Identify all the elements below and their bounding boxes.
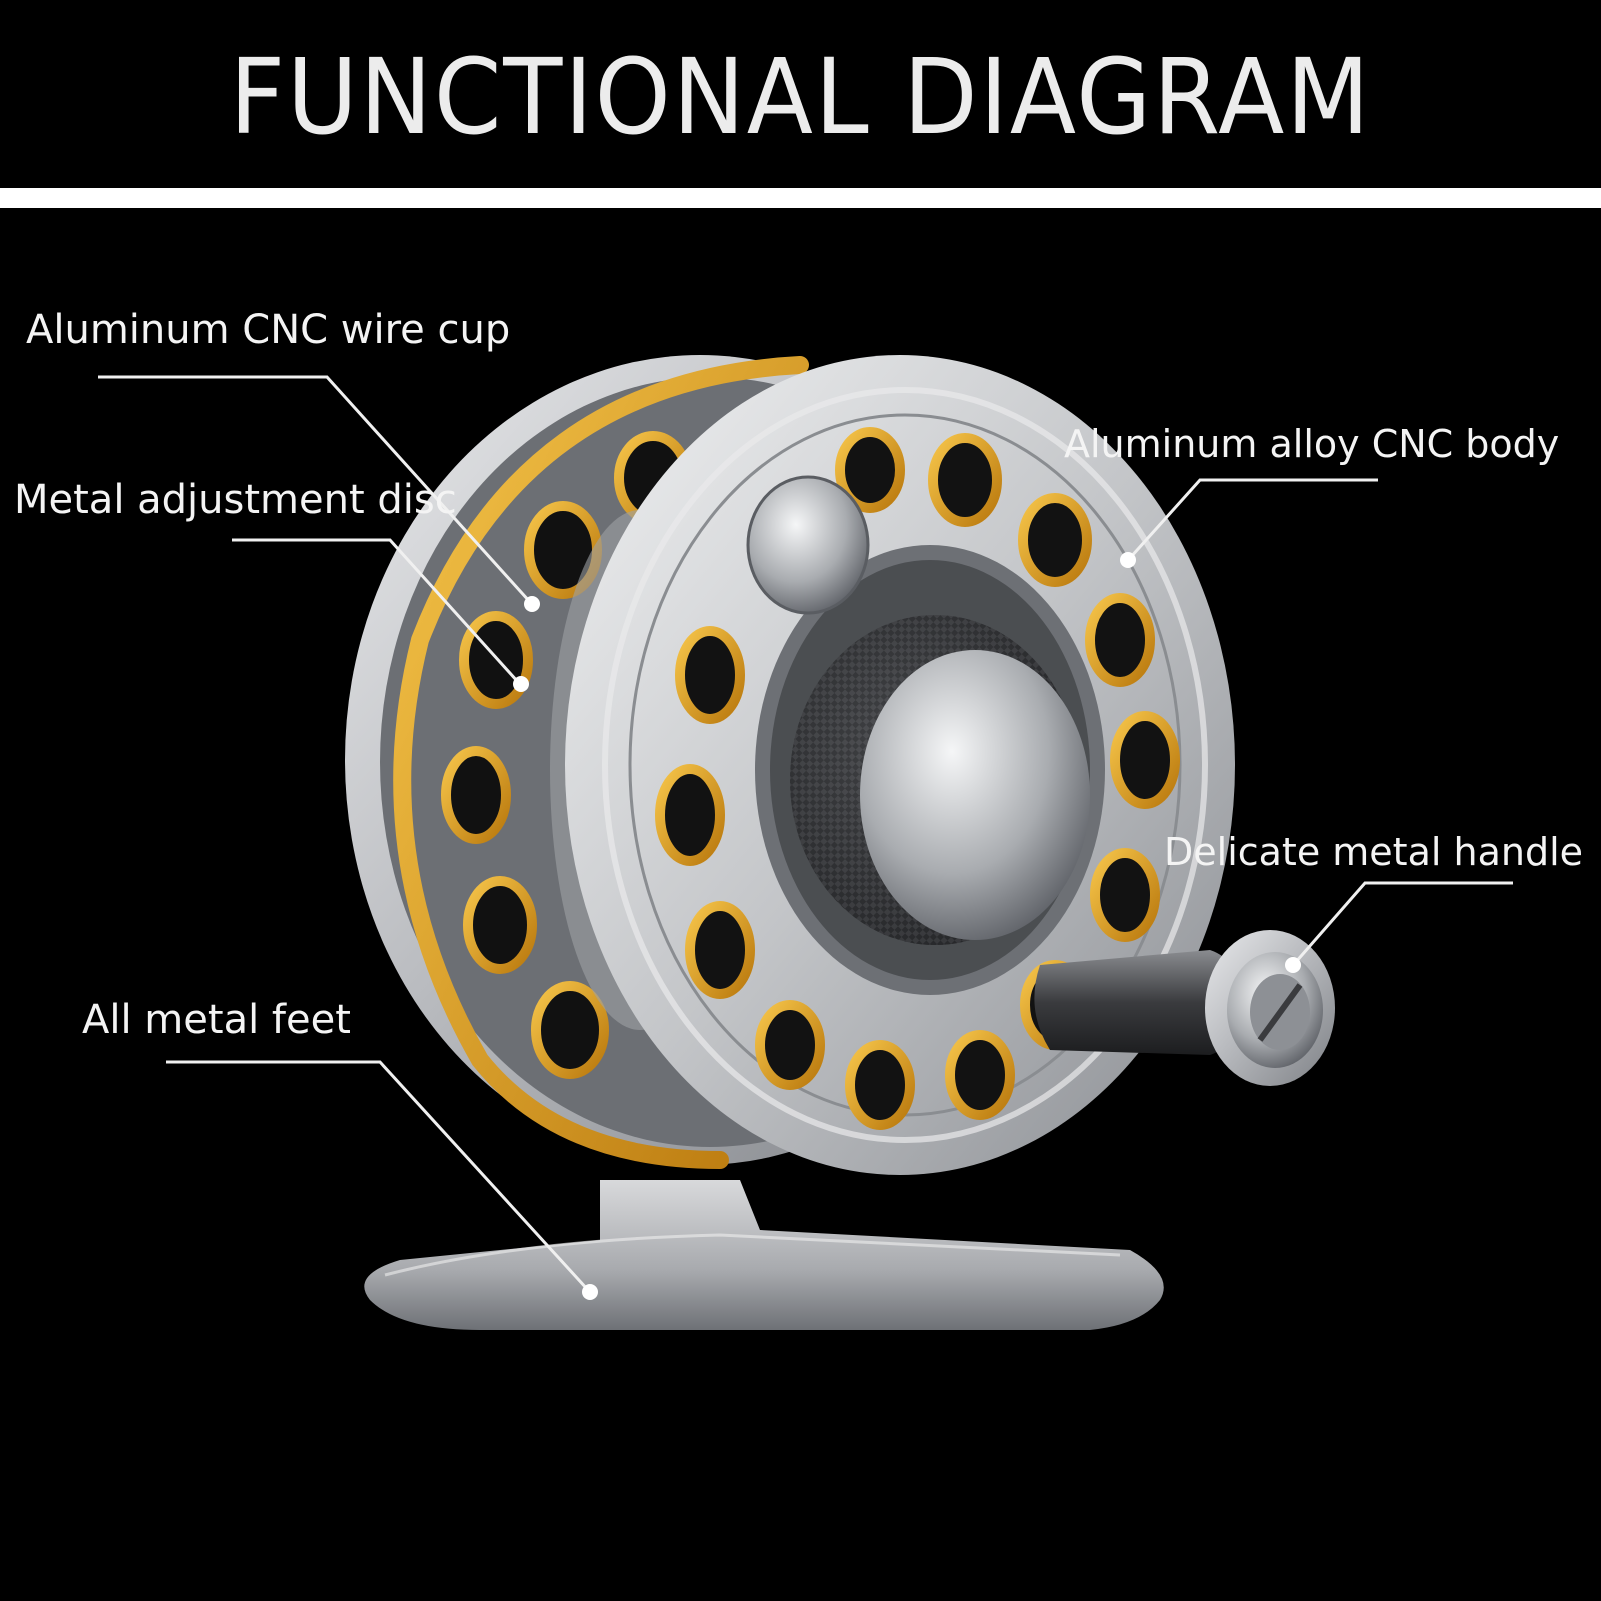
leader-body (1128, 478, 1378, 560)
dot-handle (1285, 957, 1301, 973)
leader-wire-cup (98, 375, 532, 604)
callout-adjustment-disc: Metal adjustment disc (14, 477, 457, 523)
callout-wire-cup: Aluminum CNC wire cup (26, 307, 511, 353)
dot-wire-cup (524, 596, 540, 612)
callout-dots (513, 552, 1301, 1300)
dot-body (1120, 552, 1136, 568)
leader-feet (166, 1060, 590, 1292)
reel-foot (364, 1180, 1164, 1330)
leader-adjustment-disc (232, 538, 520, 684)
handle-shape (1034, 930, 1335, 1086)
page-title: FUNCTIONAL DIAGRAM (229, 36, 1372, 158)
center-hub (790, 615, 1090, 945)
callout-handle: Delicate metal handle (1164, 830, 1584, 874)
adjustment-disc-knob (746, 475, 870, 615)
leader-handle (1293, 881, 1513, 964)
dot-adjustment-disc (513, 676, 529, 692)
callout-lines (98, 375, 1513, 1292)
callout-feet: All metal feet (82, 997, 351, 1043)
title-divider (0, 188, 1601, 208)
dot-feet (582, 1284, 598, 1300)
callout-body: Aluminum alloy CNC body (1064, 422, 1560, 466)
